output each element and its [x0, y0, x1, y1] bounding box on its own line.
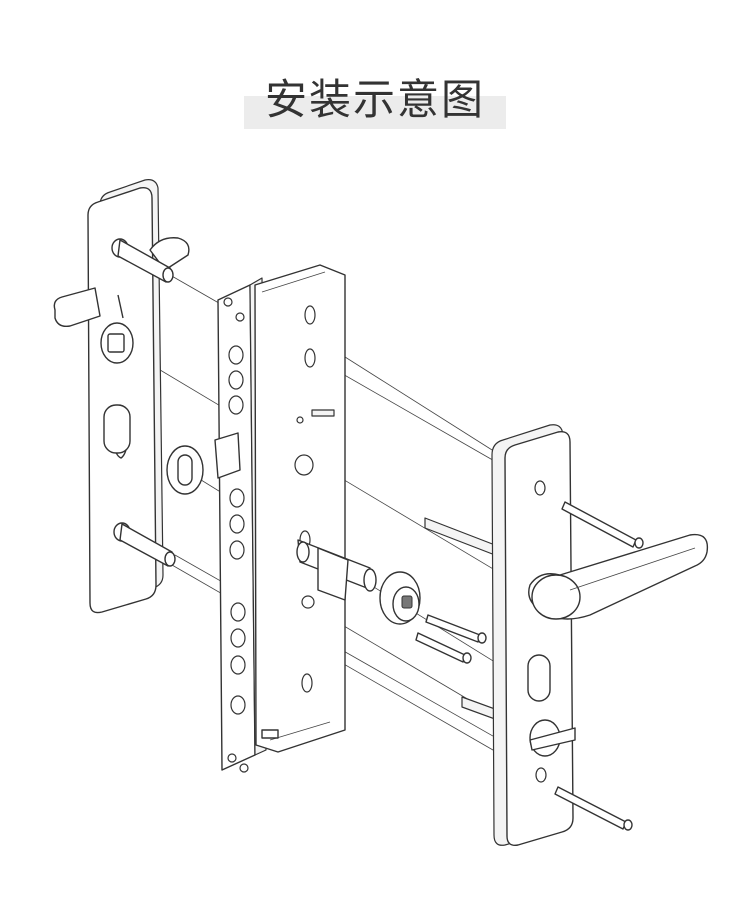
page-title: 安装示意图: [264, 75, 485, 124]
cylinder-ring: [166, 445, 204, 495]
outer-escutcheon-plate: [491, 424, 576, 846]
connecting-screws: [301, 595, 487, 664]
lower-bolt: [113, 522, 176, 567]
inner-escutcheon-plate: [53, 179, 190, 614]
euro-cylinder: [296, 539, 377, 601]
title-band: [244, 96, 506, 129]
lever-handle: [528, 533, 709, 620]
upper-bolt: [111, 238, 174, 283]
mortise-lock-body: [254, 264, 346, 753]
faceplate-holes: [223, 297, 249, 773]
cylinder-collar: [379, 571, 421, 625]
long-screws: [554, 501, 644, 831]
